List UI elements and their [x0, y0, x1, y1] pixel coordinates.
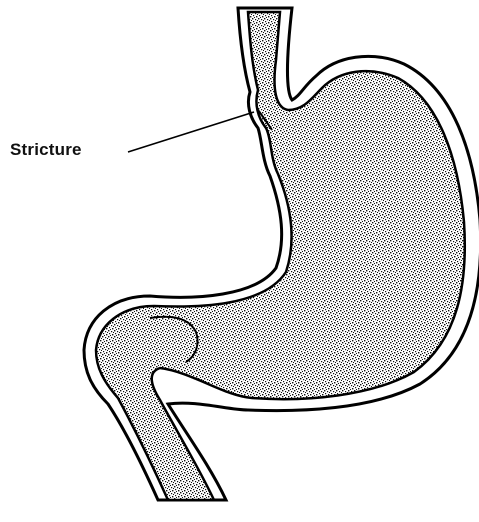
- stricture-leader-line: [128, 112, 254, 152]
- stomach-outline: [84, 8, 479, 500]
- stricture-label: Stricture: [10, 140, 82, 160]
